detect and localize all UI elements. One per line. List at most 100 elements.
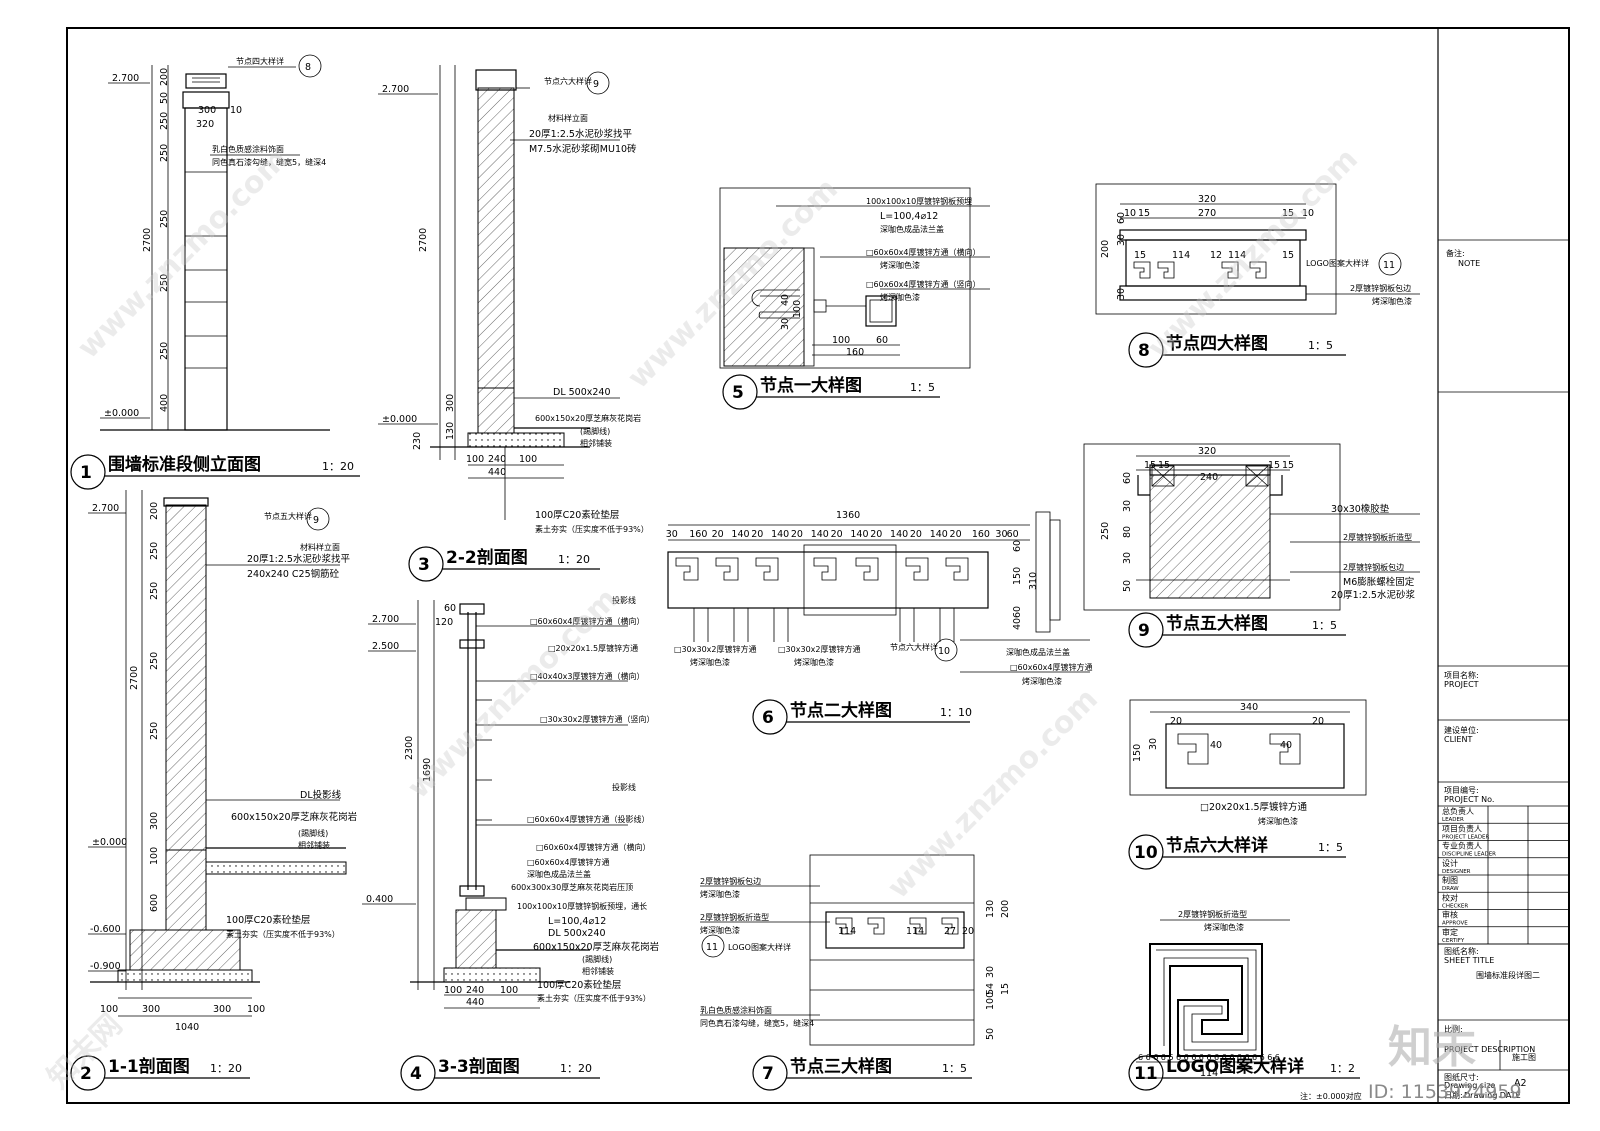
dim-2700-s22: 2700 [418,228,429,252]
tb-row-en-6: APPROVE [1442,921,1468,927]
dim-v130-n3: 130 [985,900,996,918]
callout-11b-no: 11 [1383,260,1395,271]
logo-tick-7: 6 [1191,1053,1196,1062]
note-3-2: 20厚1:2.5水泥砂浆找平 [529,128,632,140]
note-5-3: 深咖色成品法兰盖 [880,224,944,234]
tb-row-en-1: PROJECT LEADER [1442,834,1490,840]
dim-240-n5: 240 [1200,472,1218,483]
tb-date-cn: 日期: [1444,1091,1463,1100]
note-7-6: 乳白色质感涂料饰面 [700,1005,772,1015]
logo-tick-10: 6 [1214,1053,1219,1062]
note-6-4: 烤深咖色漆 [794,657,834,667]
dim-v30a-n4: 30 [1116,234,1127,246]
dim-15c-n5: 15 [1268,460,1280,471]
dim-40a-n6: 40 [1210,740,1222,751]
drawing-5-node1: 100 60 160 100 30 40 100x100x10厚镀锌钢板预埋 L… [719,187,990,369]
dim-114-logo: 114 [1200,1068,1218,1079]
callout-10-circle [934,638,958,662]
dim-130-s22: 130 [445,422,456,440]
tb-projno-cn: 项目编号: [1444,785,1479,795]
logo-tick-14: 6 [1244,1053,1249,1062]
tb-row-en-5: CHECKER [1442,903,1468,909]
dim-v50-n5: 50 [1122,580,1133,592]
dim-v50-n3: 50 [985,1028,996,1040]
dim-b440-s22: 440 [488,467,506,478]
logo-meander-shape [1149,943,1263,1057]
logo-tick-13: 6 [1237,1053,1242,1062]
title-11-no: 11 [1134,1064,1158,1084]
note-10-2: 烤深咖色漆 [1258,816,1298,826]
note-6-8: 烤深咖色漆 [1022,676,1062,686]
dim-v100-n3: 100 [985,992,996,1010]
tb-size-en: Drawing size [1444,1081,1495,1090]
seg-dim-4: 20 [751,529,763,540]
dim-100-s11: 100 [149,847,160,865]
elev-0-s22: ±0.000 [382,414,417,425]
dim-10a-n4: 10 [1124,208,1136,219]
dim-340-n6: 340 [1240,702,1258,713]
note-5-1: 100x100x10厚镀锌钢板预埋 [866,196,972,206]
note-2-9: 素土夯实（压实度不低于93%） [226,929,340,939]
dim-b300b-s11: 300 [213,1004,231,1015]
tb-stage: 施工图 [1512,1052,1536,1062]
title-2: 2 1-1剖面图 1：20 [70,1055,250,1091]
seg-dim-8: 20 [831,529,843,540]
tb-project-cn: 项目名称: [1444,670,1479,680]
dim-v60-n4: 60 [1116,212,1127,224]
callout-8-label: 节点四大样详 [236,56,284,66]
tb-desc-en: PROJECT DESCRIPTION [1444,1045,1535,1054]
dim-2700: 2700 [142,228,153,252]
seg-dim-0: 30 [666,529,678,540]
note-9-5: 20厚1:2.5水泥砂浆 [1331,589,1415,601]
note-3-1: 材料样立面 [548,113,588,123]
dim-20-n3: 20 [962,926,974,937]
dim-b440-s33: 440 [466,997,484,1008]
dim-15b-n5: 15 [1158,460,1170,471]
tb-scale-cn: 比例: [1444,1024,1463,1034]
callout-9b-no: 9 [313,515,319,526]
dim-15d-n4: 15 [1282,250,1294,261]
note-2-7: 相邻铺装 [298,840,330,850]
note-4-1: 投影线 [612,595,636,605]
dim-b100-s33: 100 [444,985,462,996]
title-7-name: 节点三大样图 [790,1056,892,1077]
tb-client-en: CLIENT [1444,735,1472,744]
dim-600-s11: 600 [149,894,160,912]
note-5-4: □60x60x4厚镀锌方通（横向） [866,247,980,257]
drawing-1-elevation: 2.700 ±0.000 200 50 250 250 250 250 250 … [100,54,330,431]
seg-dim-13: 140 [930,529,948,540]
title-6-scale: 1：10 [940,706,972,719]
logo-tick-0: 6 [1138,1053,1143,1062]
tb-client-cn: 建设单位: [1444,725,1479,735]
sheet-border [66,27,1570,1104]
note-4-11: 600x300x30厚芝麻灰花岗岩压顶 [511,882,633,892]
dim-20a-n6: 20 [1170,716,1182,727]
callout-9a-no: 9 [593,79,599,90]
tb-note-cn: 备注: [1446,248,1465,258]
watermark-site-4: www.znzmo.com [401,582,625,806]
callout-11b-circle [1378,252,1402,276]
tb-row-en-2: DISCIPLINE LEADER [1442,852,1496,858]
tb-row-en-7: CERTIFY [1442,938,1465,944]
title-3-no: 3 [418,555,430,575]
dim-w320: 320 [196,119,214,130]
title-8-name: 节点四大样图 [1166,333,1268,354]
tb-sheet-en: SHEET TITLE [1444,956,1494,965]
note-8-3: 烤深咖色漆 [1372,296,1412,306]
dim-v310-n2: 310 [1028,572,1039,590]
note-1-2: 同色真石漆勾缝，缝宽5，缝深4 [212,157,326,167]
note-5-2: L=100,4⌀12 [880,211,938,222]
seg-dim-14: 20 [950,529,962,540]
tb-note-en: NOTE [1458,259,1480,268]
logo-tick-12: 6 [1229,1053,1234,1062]
callout-9b-label: 节点五大样详 [264,511,312,521]
dim-w300: 300 [198,105,216,116]
elev-2700: 2.700 [112,73,139,84]
note-9-2: 2厚镀锌钢板折造型 [1343,532,1412,542]
logo-tick-6: 6 [1184,1053,1189,1062]
seg-dim-1: 160 [689,529,707,540]
dim-20b-n6: 20 [1312,716,1324,727]
